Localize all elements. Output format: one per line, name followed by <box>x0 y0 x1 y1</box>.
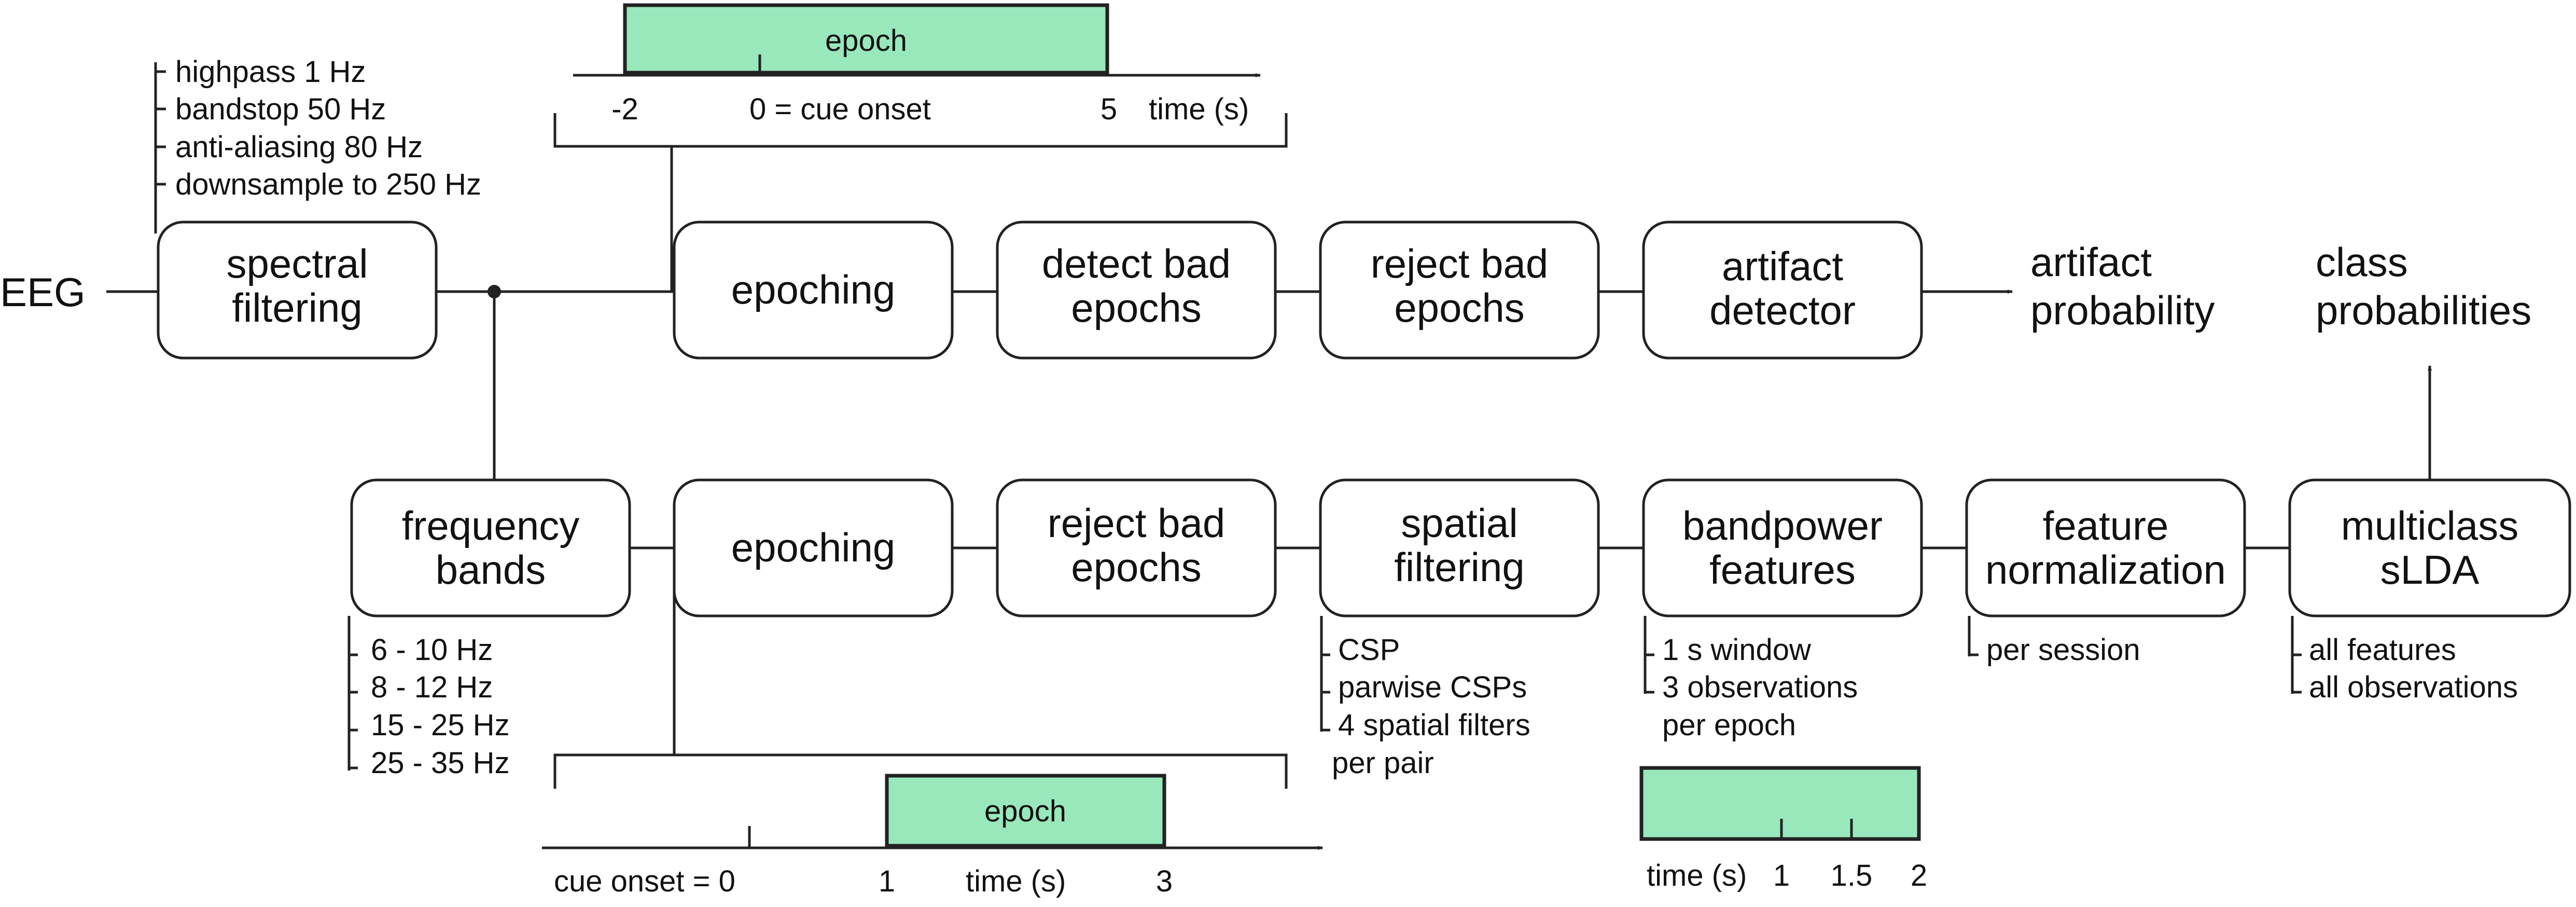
bandpower-note: 1 s window <box>1662 633 1812 667</box>
spatial-note: parwise CSPs <box>1338 670 1527 704</box>
axis-title: time (s) <box>1149 92 1249 126</box>
timeline-bracket <box>553 753 1288 789</box>
normalization-note: per session <box>1986 633 2140 667</box>
spatial-note: CSP <box>1338 633 1400 667</box>
epoch-label: epoch <box>825 24 907 58</box>
input-label: EEG <box>0 269 86 315</box>
tick-label: 5 <box>1101 92 1117 126</box>
timeline-bracket <box>553 113 1288 148</box>
box-label: detect bad <box>1042 241 1231 286</box>
box-label: epoching <box>731 525 896 570</box>
box-label: bandpower <box>1682 503 1883 548</box>
box-label: normalization <box>1985 547 2226 593</box>
box-label: features <box>1709 547 1856 593</box>
preprocessing-note: anti-aliasing 80 Hz <box>175 130 423 164</box>
box-label: epoching <box>731 267 896 312</box>
spectral-filtering-box <box>157 221 438 360</box>
box-label: artifact <box>1722 243 1843 289</box>
box-label: bands <box>436 547 546 593</box>
tick-label: 0 = cue onset <box>749 92 931 126</box>
bandpower-note: 3 observations <box>1662 670 1858 704</box>
axis-title: time (s) <box>966 864 1066 898</box>
box-label: reject bad <box>1048 500 1226 546</box>
reject-bad-epochs-box <box>1319 221 1600 360</box>
epoch-bar <box>885 774 1166 848</box>
band-note: 8 - 12 Hz <box>371 670 493 704</box>
preprocessing-note: downsample to 250 Hz <box>175 168 481 201</box>
box-label: feature <box>2043 503 2169 548</box>
tick-label: -2 <box>611 92 638 126</box>
epoching-box <box>673 221 954 360</box>
axis-title: time (s) <box>1647 859 1747 892</box>
box-label: multiclass <box>2341 503 2518 548</box>
box-label: reject bad <box>1371 241 1549 286</box>
box-label: spectral <box>226 241 368 286</box>
epoch-label: epoch <box>984 794 1066 828</box>
tick-label: 1.5 <box>1831 859 1873 892</box>
spatial-note: per pair <box>1332 746 1434 780</box>
box-label: filtering <box>232 285 362 331</box>
spatial-note: 4 spatial filters <box>1338 708 1530 742</box>
box-label: filtering <box>1394 544 1524 590</box>
box-label: detector <box>1709 287 1856 333</box>
output-label: probability <box>2030 287 2215 333</box>
tick-label: 3 <box>1156 864 1173 898</box>
box-label: frequency <box>402 503 580 548</box>
tick-label: 1 <box>1773 859 1790 892</box>
lda-note: all observations <box>2309 670 2518 704</box>
tick-label: cue onset = 0 <box>554 864 735 898</box>
output-label: artifact <box>2030 239 2152 285</box>
lda-note: all features <box>2309 633 2456 667</box>
band-note: 25 - 35 Hz <box>371 746 510 780</box>
preprocessing-note: bandstop 50 Hz <box>175 92 386 126</box>
preprocessing-note: highpass 1 Hz <box>175 55 366 89</box>
tick-label: 1 <box>879 864 895 898</box>
band-note: 6 - 10 Hz <box>371 633 493 667</box>
tick-label: 2 <box>1911 859 1927 892</box>
box-label: sLDA <box>2380 547 2480 593</box>
band-note: 15 - 25 Hz <box>371 708 510 742</box>
artifact-detector-box <box>1642 221 1923 360</box>
box-label: epochs <box>1071 285 1202 331</box>
epoch-bar <box>623 3 1109 75</box>
bandpower-note: per epoch <box>1662 708 1796 742</box>
detect-bad-epochs-box <box>996 221 1277 360</box>
output-label: class <box>2316 239 2408 285</box>
output-label: probabilities <box>2316 287 2531 333</box>
box-label: spatial <box>1401 500 1517 546</box>
box-label: epochs <box>1071 544 1202 590</box>
box-label: epochs <box>1394 285 1525 331</box>
multiclass-slda-box <box>2288 478 2571 617</box>
